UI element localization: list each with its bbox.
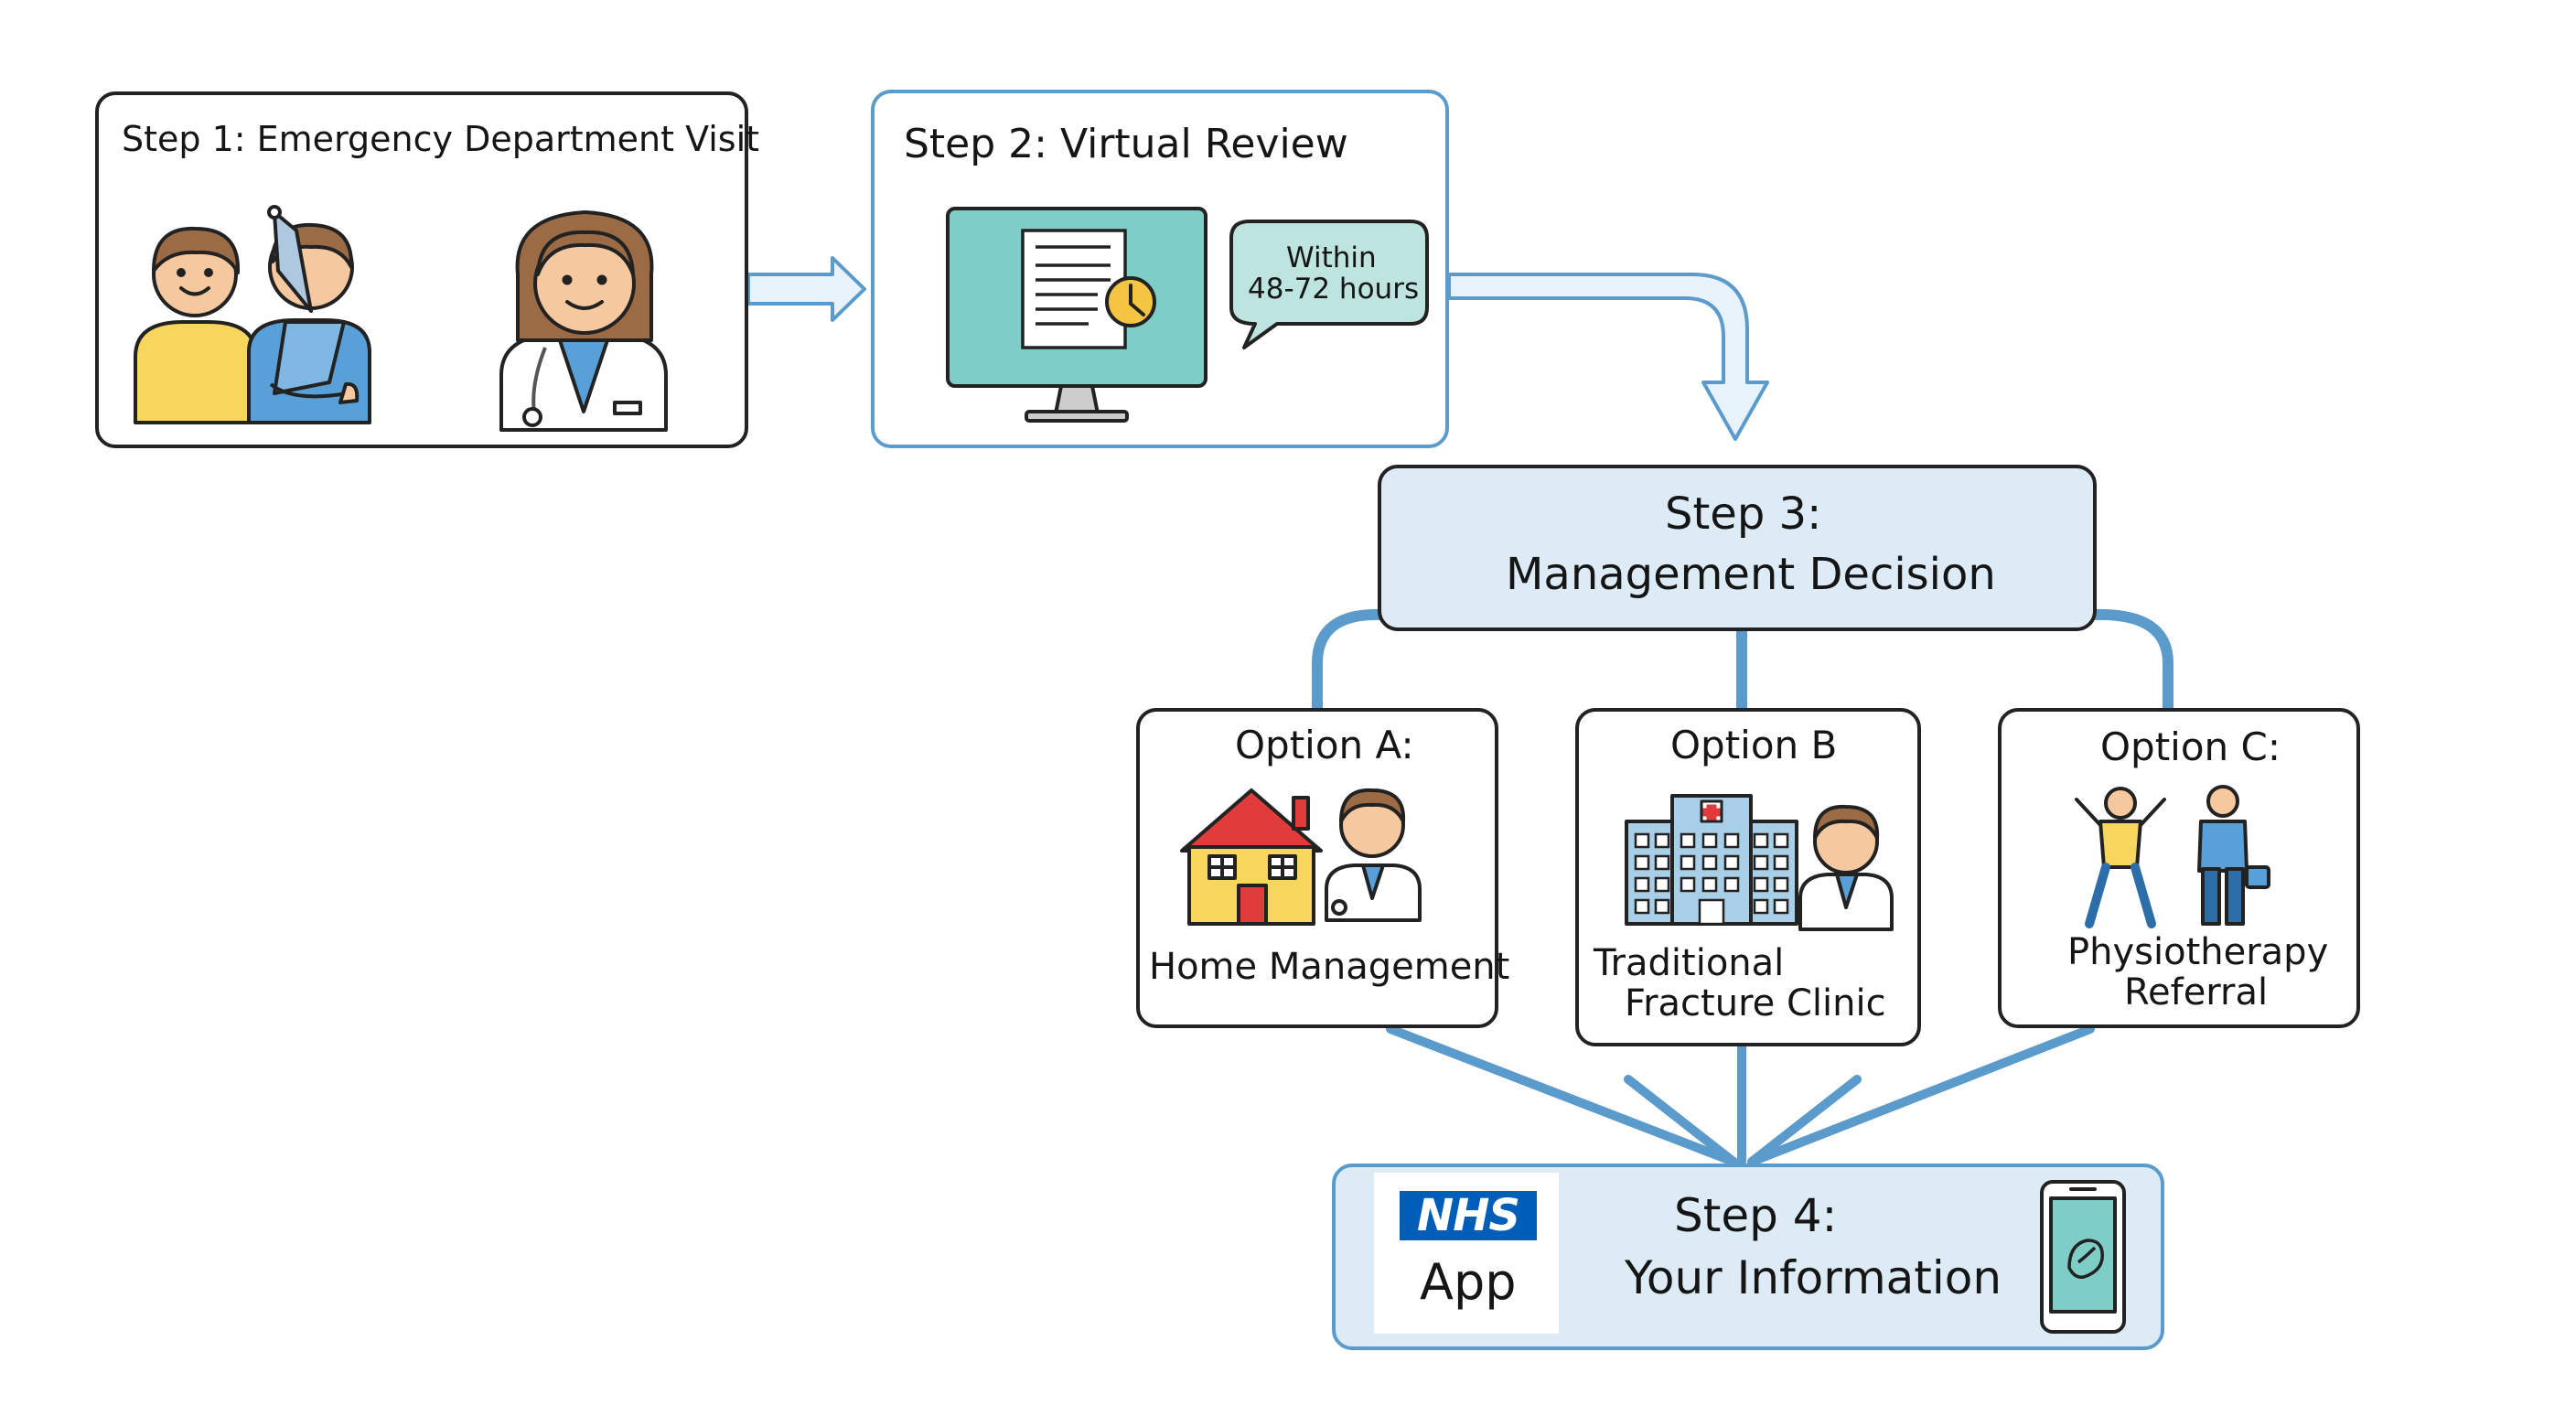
step2-title: Step 2: Virtual Review	[904, 121, 1348, 167]
bubble-text-line1: Within	[1286, 241, 1377, 274]
step3-title-line2: Management Decision	[1506, 549, 1996, 600]
nhs-app-label: App	[1420, 1253, 1517, 1311]
arrows-options-to-step4	[1386, 1024, 2095, 1166]
option-a-label: Option A:	[1235, 723, 1414, 767]
bubble-text-line2: 48-72 hours	[1248, 273, 1420, 306]
option-c-box	[1998, 708, 2360, 1028]
step4-title-line1: Step 4:	[1674, 1189, 1838, 1242]
step3-box	[1378, 465, 2097, 631]
option-c-caption-line2: Referral	[2124, 971, 2269, 1014]
step4-title-line2: Your Information	[1625, 1251, 2002, 1304]
arrow-step1-to-step2	[746, 256, 866, 322]
option-b-label: Option B	[1670, 723, 1838, 767]
option-b-caption-line1: Traditional	[1594, 942, 1785, 984]
option-b-caption-line2: Fracture Clinic	[1625, 982, 1886, 1024]
step3-title-line1: Step 3:	[1665, 488, 1822, 540]
option-a-caption: Home Management	[1149, 946, 1510, 988]
nhs-logo-text: NHS	[1417, 1190, 1520, 1241]
nhs-logo: NHS	[1400, 1190, 1537, 1241]
option-c-label: Option C:	[2100, 724, 2281, 769]
arrow-step2-to-step3	[1447, 273, 1769, 441]
connectors-step3-to-options	[1312, 608, 2174, 719]
step1-title: Step 1: Emergency Department Visit	[122, 119, 760, 159]
option-c-caption-line1: Physiotherapy	[2067, 931, 2329, 973]
